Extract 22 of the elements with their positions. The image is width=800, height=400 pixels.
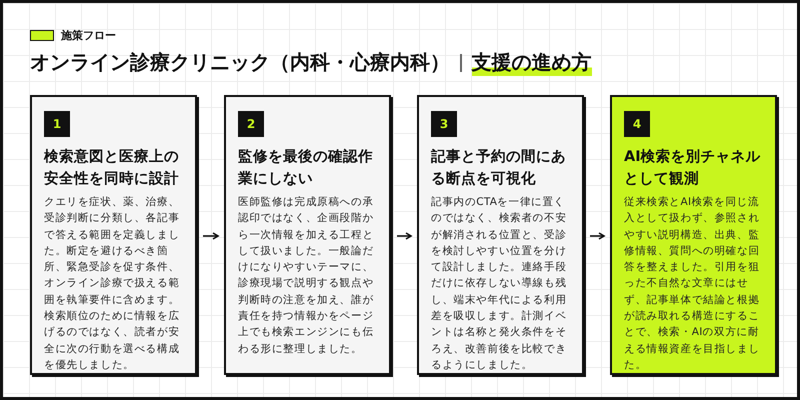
step-number: 4 xyxy=(624,111,650,137)
arrow xyxy=(203,232,219,240)
step-number: 2 xyxy=(238,111,264,137)
subtitle: 支援の進め方 xyxy=(472,49,592,76)
arrow xyxy=(397,232,412,240)
step-description: 記事内のCTAを一律に置くのではなく、検索者の不安が解消される位置と、受診を検討しやすい位置を分けて設計しました。連絡手段だけに依存しない導線も残し、端末や年代による利用差を吸収します。計測イベントは名称と発火条件をそろえ、改善前後を比較できるようにしました。 xyxy=(431,195,568,373)
step-heading: 監修を最後の確認作業にしない xyxy=(238,148,374,189)
step-number: 3 xyxy=(431,111,457,137)
step-description: クエリを症状、薬、治療、受診判断に分類し、各記事で答える範囲を定義しました。断定を避けるべき箇所、緊急受診を促す条件、オンライン診療で扱える範囲を執筆要件に含めます。検索順位のために情報を広げるのではなく、読者が安全に次の行動を選べる構成を優先しました。 xyxy=(44,195,181,373)
step-card xyxy=(610,95,777,375)
title: オンライン診療クリニック（内科・心療内科） xyxy=(30,49,450,76)
step-description: 従来検索とAI検索を同じ流入として扱わず、参照されやすい説明構造、出典、監修情報、質問への明確な回答を整えました。引用を狙った不自然な文章にはせず、記事単体で結論と根拠が読み取れる構造にすることで、検索・AIの双方に耐える情報資産を目指しました。 xyxy=(624,195,761,373)
step-number: 1 xyxy=(44,111,70,137)
section-tag: 施策フロー xyxy=(61,28,116,43)
step-heading: 検索意図と医療上の安全性を同時に設計 xyxy=(44,148,180,189)
step-heading: AI検索を別チャネルとして観測 xyxy=(624,148,762,189)
step-card xyxy=(30,95,197,375)
arrow xyxy=(590,232,605,240)
step-description: 医師監修は完成原稿への承認印ではなく、企画段階から一次情報を加える工程として扱いました。一般論だけになりやすいテーマに、診療現場で説明する観点や判断時の注意を加え、誰が責任を持つ情報かをページ上でも検索エンジンにも伝わる形に整理しました。 xyxy=(238,195,375,357)
step-card xyxy=(224,95,391,375)
step-heading: 記事と予約の間にある断点を可視化 xyxy=(431,148,567,189)
step-card xyxy=(417,95,584,375)
